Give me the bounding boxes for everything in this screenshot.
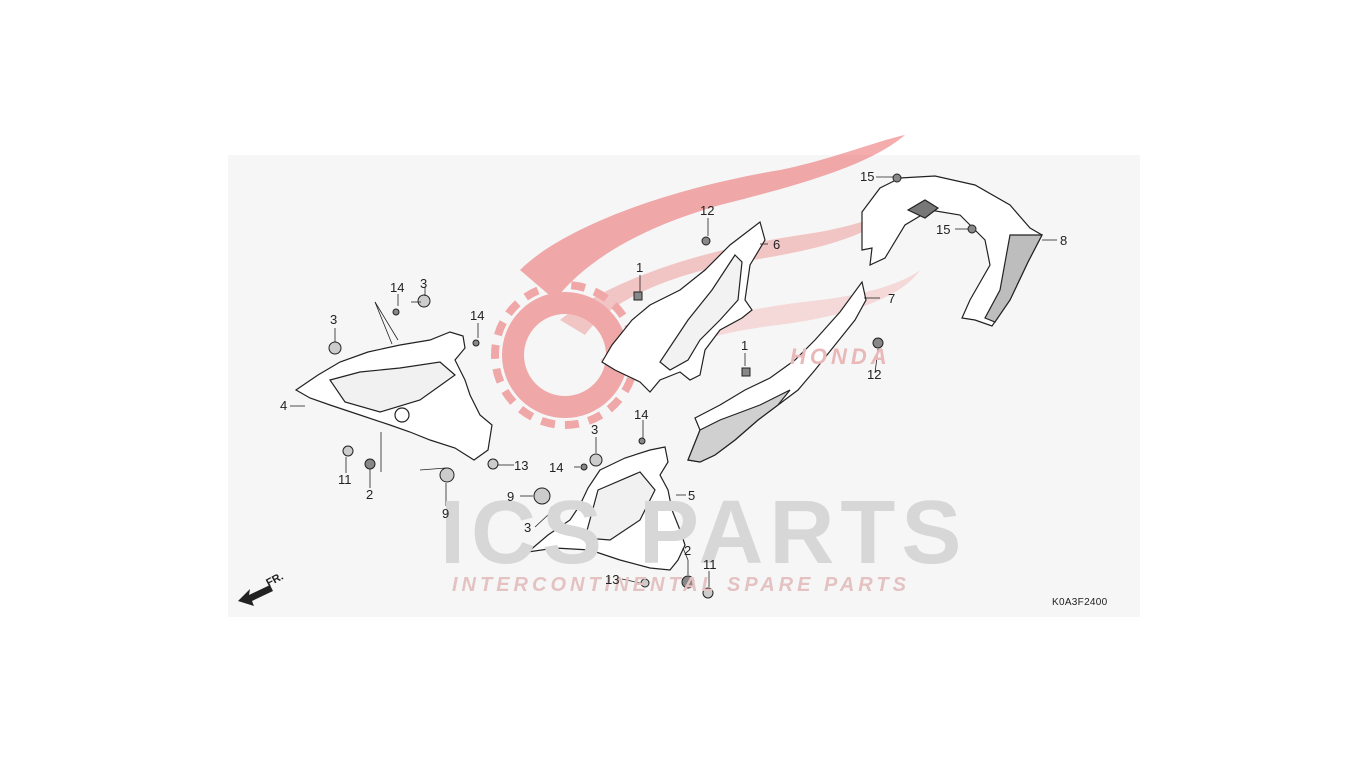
callout-9: 9 xyxy=(507,489,515,504)
callout-3: 3 xyxy=(330,312,338,327)
part-6-side-cover-upper xyxy=(601,220,766,393)
watermark-tagline: INTERCONTINENTAL SPARE PARTS xyxy=(452,574,910,596)
callout-7: 7 xyxy=(888,291,896,306)
callout-3: 3 xyxy=(524,520,532,535)
callout-2: 2 xyxy=(684,543,692,558)
callout-4: 4 xyxy=(280,398,288,413)
diagram-code: K0A3F2400 xyxy=(1052,597,1108,608)
callout-5: 5 xyxy=(688,488,696,503)
callout-14: 14 xyxy=(549,460,564,475)
callout-3: 3 xyxy=(420,276,428,291)
watermark-logo-text: ICS PARTS xyxy=(440,483,968,583)
callout-8: 8 xyxy=(1060,233,1068,248)
front-direction-arrow-icon xyxy=(238,585,273,606)
part-4-side-cover-left xyxy=(294,331,493,461)
leader-lines xyxy=(290,176,1057,587)
callout-6: 6 xyxy=(773,237,781,252)
callout-1: 1 xyxy=(636,260,644,275)
callout-2: 2 xyxy=(366,487,374,502)
callout-11: 11 xyxy=(338,472,352,487)
part-7-side-cover-lower xyxy=(687,280,867,463)
callout-1: 1 xyxy=(741,338,749,353)
callout-12: 12 xyxy=(867,367,882,382)
part-5-side-cover-right xyxy=(526,446,686,571)
callout-14: 14 xyxy=(390,280,405,295)
callout-9: 9 xyxy=(442,506,450,521)
hardware-fasteners xyxy=(328,173,977,599)
callout-11: 11 xyxy=(703,557,717,572)
callout-13: 13 xyxy=(514,458,529,473)
part-8-rear-cover xyxy=(861,175,1043,327)
callout-3: 3 xyxy=(591,422,599,437)
callout-13: 13 xyxy=(605,572,620,587)
watermark-brand-text: HONDA xyxy=(790,344,891,369)
callout-15: 15 xyxy=(860,169,875,184)
callout-14: 14 xyxy=(634,407,649,422)
callout-14: 14 xyxy=(470,308,485,323)
callout-15: 15 xyxy=(936,222,951,237)
callout-12: 12 xyxy=(700,203,715,218)
